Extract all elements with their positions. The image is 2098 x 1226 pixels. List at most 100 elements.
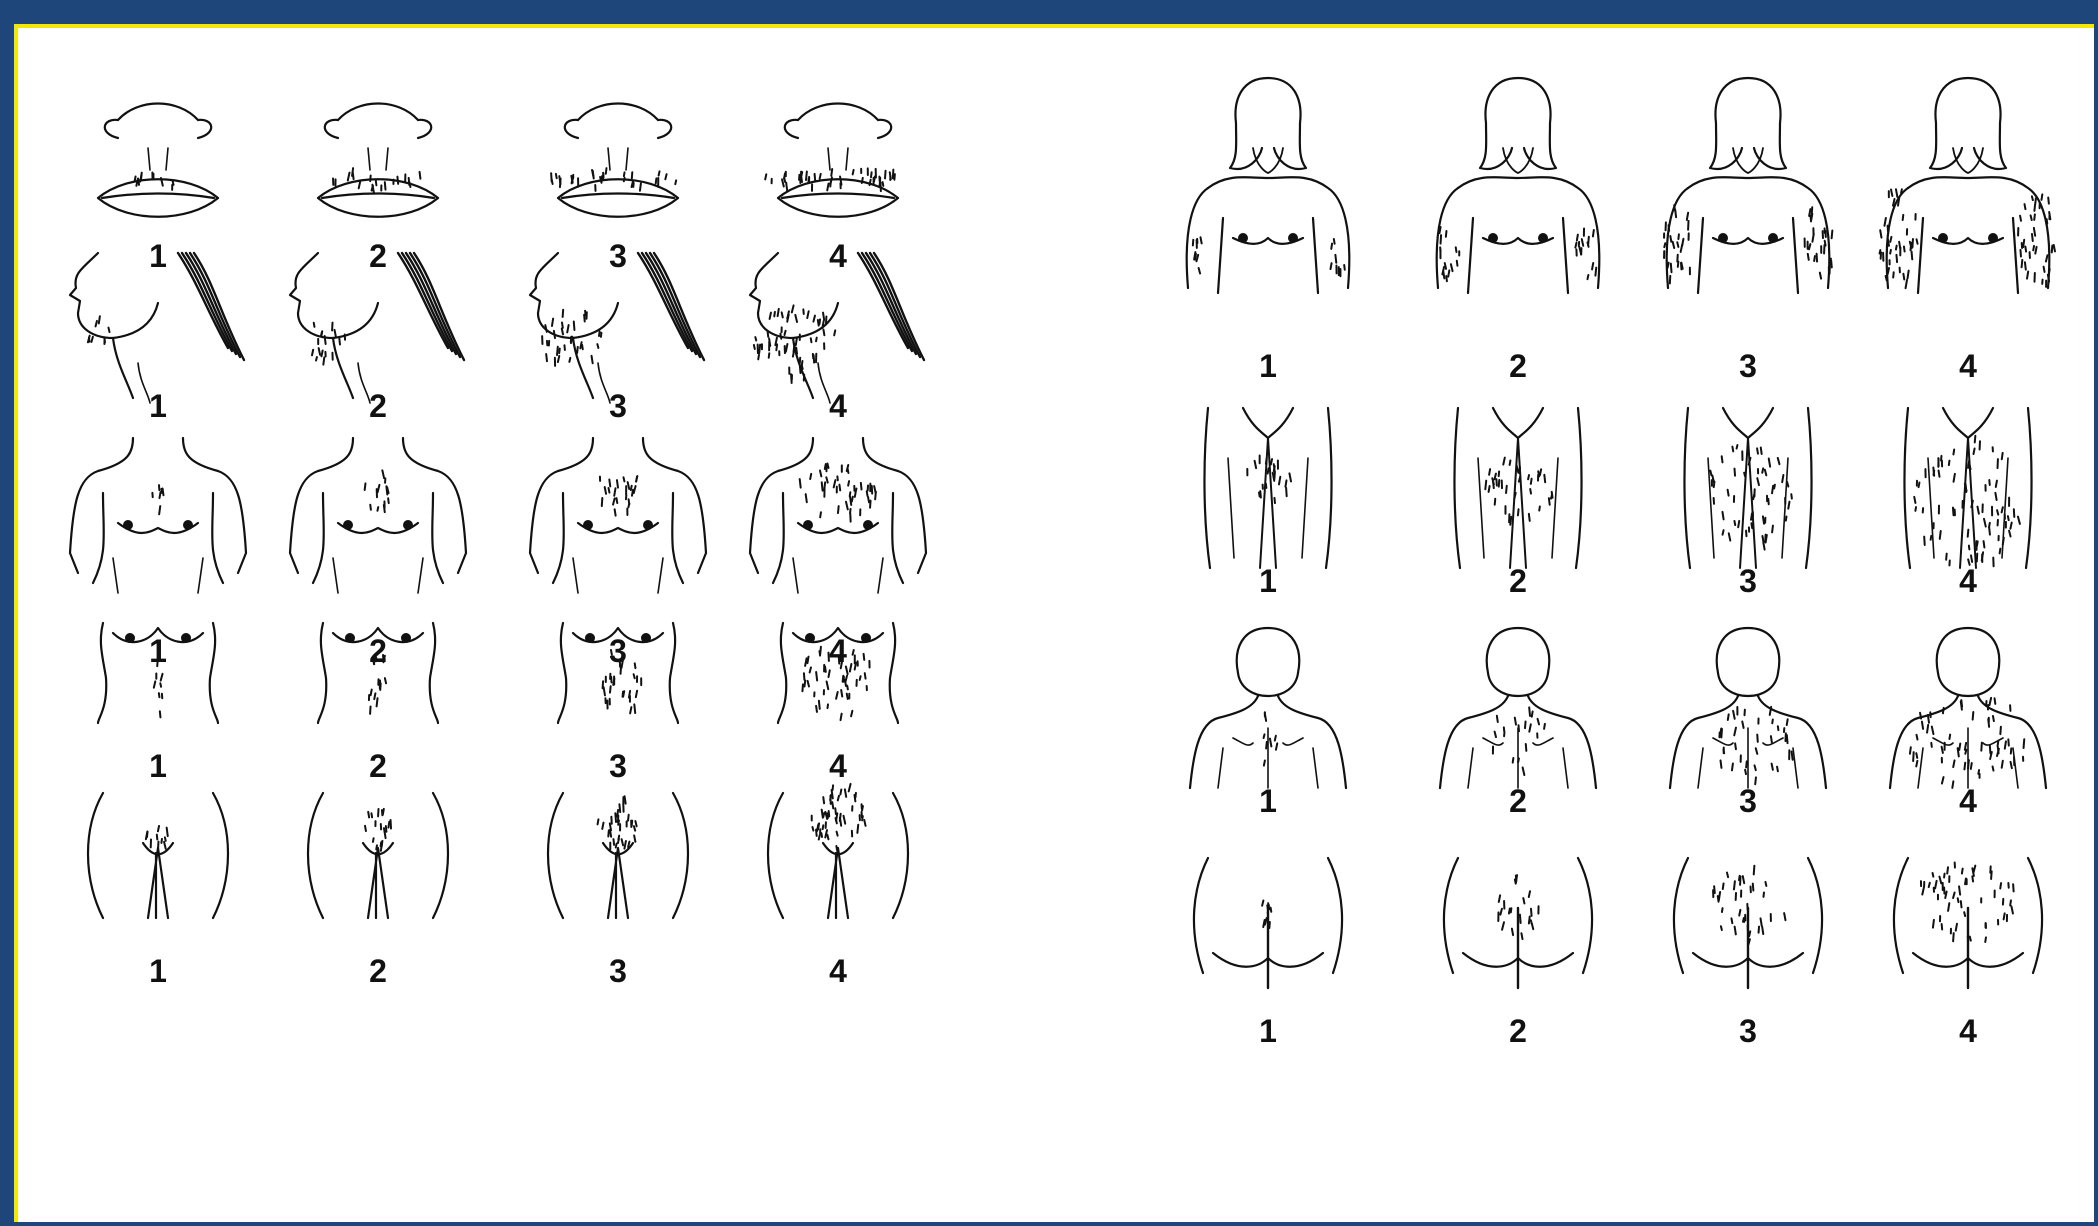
chin-figure-1 [58,243,258,403]
upper-abdomen-grade-1: 1 [58,618,258,793]
grade-label: 1 [1238,783,1298,820]
row-upper-back: 1 2 3 4 [1168,618,2098,828]
grade-label: 3 [588,953,648,990]
grade-label: 4 [808,953,868,990]
upper-back-grade-3: 3 [1648,618,1848,828]
upper-back-figure-1 [1168,618,1368,788]
lower-back-figure-1 [1168,848,1368,988]
lower-back-grade-4: 4 [1868,848,2068,1058]
chin-grade-1: 1 [58,243,258,433]
chin-grade-2: 2 [278,243,478,433]
chin-grade-3: 3 [518,243,718,433]
upper-abdomen-figure-2 [278,618,478,733]
chin-grade-4: 4 [738,243,938,433]
upper-lip-figure-3 [518,78,718,218]
thigh-grade-4: 4 [1868,398,2068,608]
figure-frame: 12341234123412341234 1234123412341234 [14,24,2094,1222]
upper-arm-grade-4: 4 [1868,68,2068,393]
chin-figure-3 [518,243,718,403]
thigh-grade-2: 2 [1418,398,1618,608]
lower-abdomen-figure-3 [518,788,718,928]
upper-arm-grade-1: 1 [1168,68,1368,393]
upper-abdomen-figure-3 [518,618,718,733]
thigh-figure-3 [1648,398,1848,568]
thigh-figure-1 [1168,398,1368,568]
upper-arm-figure-1 [1168,68,1368,298]
lower-back-figure-2 [1418,848,1618,988]
lower-back-figure-3 [1648,848,1848,988]
grade-label: 2 [1488,1013,1548,1050]
upper-back-grade-1: 1 [1168,618,1368,828]
row-lower-back: 1 2 3 4 [1168,848,2098,1058]
lower-abdomen-grade-2: 2 [278,788,478,998]
grade-label: 3 [1718,783,1778,820]
thigh-figure-2 [1418,398,1618,568]
upper-lip-figure-4 [738,78,938,218]
lower-abdomen-figure-1 [58,788,258,928]
grade-label: 1 [128,388,188,425]
upper-back-figure-3 [1648,618,1848,788]
grade-label: 3 [1718,1013,1778,1050]
row-upper-arm: 1 2 3 4 [1168,68,2098,393]
row-thigh: 1 2 3 4 [1168,398,2098,608]
grade-label: 3 [588,748,648,785]
upper-arm-figure-4 [1868,68,2068,298]
thigh-figure-4 [1868,398,2068,568]
upper-abdomen-grade-2: 2 [278,618,478,793]
row-lower-abdomen: 1 2 3 4 [18,788,1018,998]
lower-abdomen-grade-1: 1 [58,788,258,998]
right-panel: 1 2 3 4 1 2 3 4 1 2 3 4 1 2 3 4 [1168,28,2098,1226]
chest-figure-3 [518,433,718,598]
grade-label: 2 [1488,783,1548,820]
row-upper-abdomen: 1 2 3 4 [18,618,1018,793]
grade-label: 2 [348,388,408,425]
grade-label: 2 [348,953,408,990]
lower-abdomen-figure-4 [738,788,938,928]
grade-label: 4 [1938,783,1998,820]
lower-back-figure-4 [1868,848,2068,988]
grade-label: 1 [128,953,188,990]
grade-label: 3 [588,388,648,425]
upper-abdomen-grade-3: 3 [518,618,718,793]
upper-arm-grade-3: 3 [1648,68,1848,393]
grade-label: 1 [128,748,188,785]
lower-abdomen-grade-3: 3 [518,788,718,998]
grade-label: 2 [348,748,408,785]
lower-back-grade-2: 2 [1418,848,1618,1058]
thigh-grade-1: 1 [1168,398,1368,608]
upper-arm-figure-3 [1648,68,1848,298]
upper-abdomen-figure-1 [58,618,258,733]
upper-back-grade-4: 4 [1868,618,2068,828]
lower-abdomen-grade-4: 4 [738,788,938,998]
grade-label: 1 [1238,563,1298,600]
grade-label: 4 [808,388,868,425]
chin-figure-4 [738,243,938,403]
grade-label: 4 [1938,1013,1998,1050]
upper-back-figure-2 [1418,618,1618,788]
thigh-grade-3: 3 [1648,398,1848,608]
grade-label: 1 [1238,1013,1298,1050]
chin-figure-2 [278,243,478,403]
grade-label: 4 [1938,563,1998,600]
chest-figure-4 [738,433,938,598]
row-chin: 1 2 3 4 [18,243,1018,433]
chest-figure-2 [278,433,478,598]
left-panel: 12341234123412341234 [18,28,1018,1226]
lower-back-grade-3: 3 [1648,848,1848,1058]
upper-lip-figure-1 [58,78,258,218]
grade-label: 3 [1718,563,1778,600]
upper-back-figure-4 [1868,618,2068,788]
grade-label: 4 [1938,348,1998,385]
upper-back-grade-2: 2 [1418,618,1618,828]
chest-figure-1 [58,433,258,598]
grade-label: 3 [1718,348,1778,385]
lower-abdomen-figure-2 [278,788,478,928]
upper-abdomen-figure-4 [738,618,938,733]
upper-arm-figure-2 [1418,68,1618,298]
upper-arm-grade-2: 2 [1418,68,1618,393]
grade-label: 4 [808,748,868,785]
grade-label: 2 [1488,348,1548,385]
upper-abdomen-grade-4: 4 [738,618,938,793]
upper-lip-figure-2 [278,78,478,218]
grade-label: 1 [1238,348,1298,385]
